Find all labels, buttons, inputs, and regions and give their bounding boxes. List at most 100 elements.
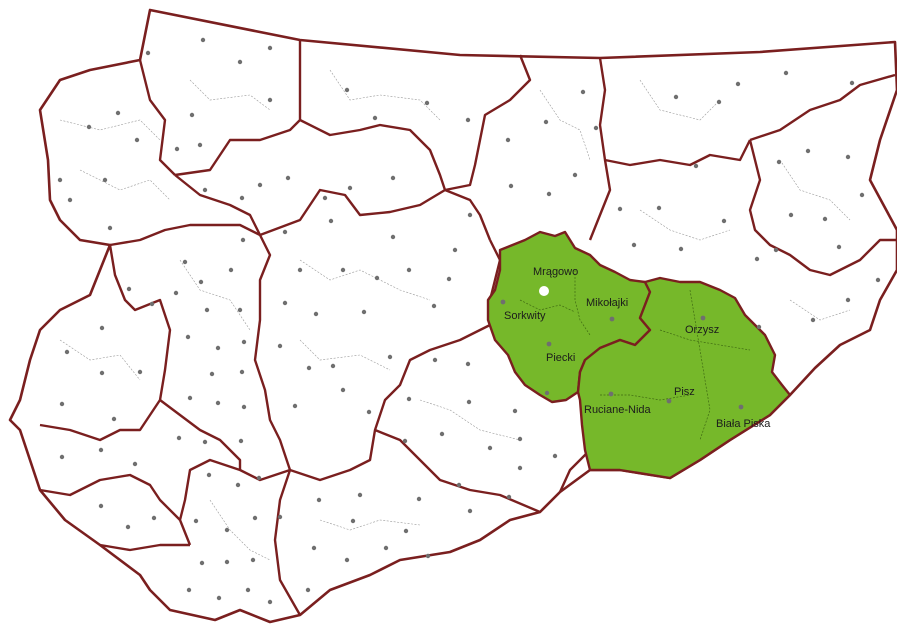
commune-seat-icon <box>132 461 138 467</box>
commune-seat-icon <box>517 436 523 442</box>
commune-seat-icon <box>215 345 221 351</box>
commune-seat-icon <box>845 154 851 160</box>
commune-seat-icon <box>237 307 243 313</box>
highlighted-commune-borders <box>519 270 751 441</box>
commune-seat-icon <box>424 100 430 106</box>
piecki-seat-icon <box>546 341 552 347</box>
commune-seat-icon <box>198 279 204 285</box>
commune-seat-icon <box>716 99 722 105</box>
commune-seat-icon <box>277 343 283 349</box>
commune-seat-icon <box>322 195 328 201</box>
label-mragowo: Mrągowo <box>533 266 578 278</box>
commune-seat-icon <box>186 587 192 593</box>
label-biala: Biała Piska <box>716 418 771 430</box>
commune-seat-icon <box>340 267 346 273</box>
commune-seat-icon <box>282 300 288 306</box>
region-outline <box>8 8 897 624</box>
commune-seat-icon <box>552 453 558 459</box>
commune-seat-icon <box>403 528 409 534</box>
commune-seat-icon <box>383 545 389 551</box>
commune-seat-icon <box>209 371 215 377</box>
commune-seat-icon <box>506 494 512 500</box>
commune-seat-icon <box>292 403 298 409</box>
commune-seat-icon <box>206 472 212 478</box>
sorkwity-seat-icon <box>500 299 506 305</box>
orzysz-seat-icon <box>700 315 706 321</box>
mikolajki-seat-icon <box>609 316 615 322</box>
commune-seat-icon <box>189 112 195 118</box>
commune-seat-icon <box>849 80 855 86</box>
commune-seat-icon <box>125 524 131 530</box>
commune-seat-icon <box>467 212 473 218</box>
commune-seat-icon <box>446 276 452 282</box>
ruciane-seat-icon <box>608 391 614 397</box>
commune-seat-icon <box>754 256 760 262</box>
commune-seat-icon <box>773 247 779 253</box>
commune-seat-icon <box>216 595 222 601</box>
commune-seat-icon <box>98 447 104 453</box>
commune-seat-icon <box>678 246 684 252</box>
commune-seat-icon <box>357 492 363 498</box>
commune-seat-icon <box>245 587 251 593</box>
commune-seat-icon <box>137 369 143 375</box>
commune-seat-icon <box>836 244 842 250</box>
commune-seat-icon <box>215 400 221 406</box>
commune-seat-icon <box>593 125 599 131</box>
commune-seat-icon <box>86 124 92 130</box>
commune-seat-icon <box>99 325 105 331</box>
commune-seat-icon <box>721 218 727 224</box>
commune-seat-icon <box>204 307 210 313</box>
commune-seat-icon <box>756 324 762 330</box>
commune-seat-icon <box>182 259 188 265</box>
commune-seat-icon <box>59 454 65 460</box>
commune-seat-icon <box>202 439 208 445</box>
commune-seat-icon <box>57 177 63 183</box>
commune-seat-icon <box>505 137 511 143</box>
label-mikolajki: Mikołajki <box>586 297 628 309</box>
commune-seat-icon <box>875 277 881 283</box>
commune-seat-icon <box>224 527 230 533</box>
commune-seat-icon <box>145 50 151 56</box>
commune-seat-icon <box>465 361 471 367</box>
commune-seat-icon <box>374 275 380 281</box>
commune-seat-icon <box>631 242 637 248</box>
commune-seat-icon <box>241 339 247 345</box>
commune-seat-icon <box>617 206 623 212</box>
county-pisz <box>576 276 792 480</box>
commune-seat-icon <box>845 297 851 303</box>
seat-dots <box>57 37 881 605</box>
commune-seat-icon <box>115 110 121 116</box>
commune-seat-icon <box>810 317 816 323</box>
biala-seat-icon <box>738 404 744 410</box>
label-pisz: Pisz <box>674 386 695 398</box>
commune-seat-icon <box>241 404 247 410</box>
commune-seat-icon <box>432 357 438 363</box>
commune-seat-icon <box>572 172 578 178</box>
commune-seat-icon <box>402 438 408 444</box>
commune-seat-icon <box>467 508 473 514</box>
commune-seat-icon <box>239 195 245 201</box>
commune-seat-icon <box>267 45 273 51</box>
commune-seat-icon <box>297 267 303 273</box>
commune-seat-icon <box>580 89 586 95</box>
commune-seat-icon <box>344 557 350 563</box>
commune-seat-icon <box>151 515 157 521</box>
commune-seat-icon <box>240 237 246 243</box>
commune-seat-icon <box>67 197 73 203</box>
county-borders <box>39 40 897 616</box>
commune-seat-icon <box>239 369 245 375</box>
commune-seat-icon <box>390 234 396 240</box>
commune-seat-icon <box>466 399 472 405</box>
commune-seat-icon <box>99 370 105 376</box>
commune-seat-icon <box>311 545 317 551</box>
commune-seat-icon <box>102 177 108 183</box>
commune-seat-icon <box>224 559 230 565</box>
commune-seat-icon <box>372 115 378 121</box>
commune-seat-icon <box>788 212 794 218</box>
commune-seat-icon <box>174 146 180 152</box>
commune-seat-icon <box>347 185 353 191</box>
commune-seat-icon <box>305 587 311 593</box>
commune-seat-icon <box>776 159 782 165</box>
commune-seat-icon <box>340 387 346 393</box>
commune-seat-icon <box>59 401 65 407</box>
